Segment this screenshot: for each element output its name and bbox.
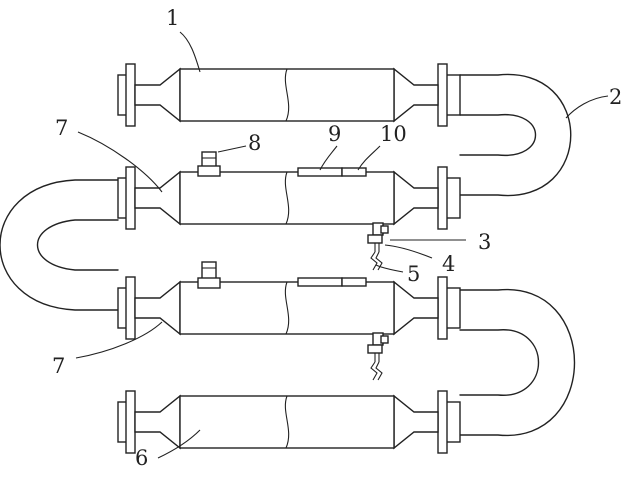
flange-left [125,166,136,230]
exchanger-unit-1 [117,63,461,127]
flange-right [437,390,448,454]
exchanger-unit-6 [117,390,461,454]
label-2: 2 [609,85,622,109]
flange-left [125,390,136,454]
flange-left [125,276,136,340]
label-6: 6 [135,446,148,470]
drain-fitting-bottom [367,332,389,381]
u-bend-top-right [459,73,572,197]
label-3: 3 [478,230,491,254]
cover-plate-bottom [297,277,367,287]
label-1: 1 [166,6,179,30]
label-10: 10 [380,122,407,146]
drain-fitting-top [367,222,389,271]
label-4: 4 [442,252,455,276]
label-7-lower: 7 [52,354,65,378]
label-5: 5 [407,262,420,286]
exchanger-unit-upper [117,166,461,230]
label-8: 8 [248,131,261,155]
valve-fitting-top [197,151,221,177]
number-labels: 1 2 7 8 9 10 3 4 5 7 6 [52,6,622,470]
flange-right [437,276,448,340]
flange-right [437,63,448,127]
cover-plate-top [297,167,367,177]
label-7-upper: 7 [55,116,68,140]
exchanger-unit-lower [117,276,461,340]
flange-right [437,166,448,230]
label-9: 9 [328,122,341,146]
flange-left [125,63,136,127]
u-bend-bottom-right [459,289,576,436]
u-bend-left [0,179,119,311]
leader-lines [75,31,609,459]
valve-fitting-bottom [197,261,221,289]
